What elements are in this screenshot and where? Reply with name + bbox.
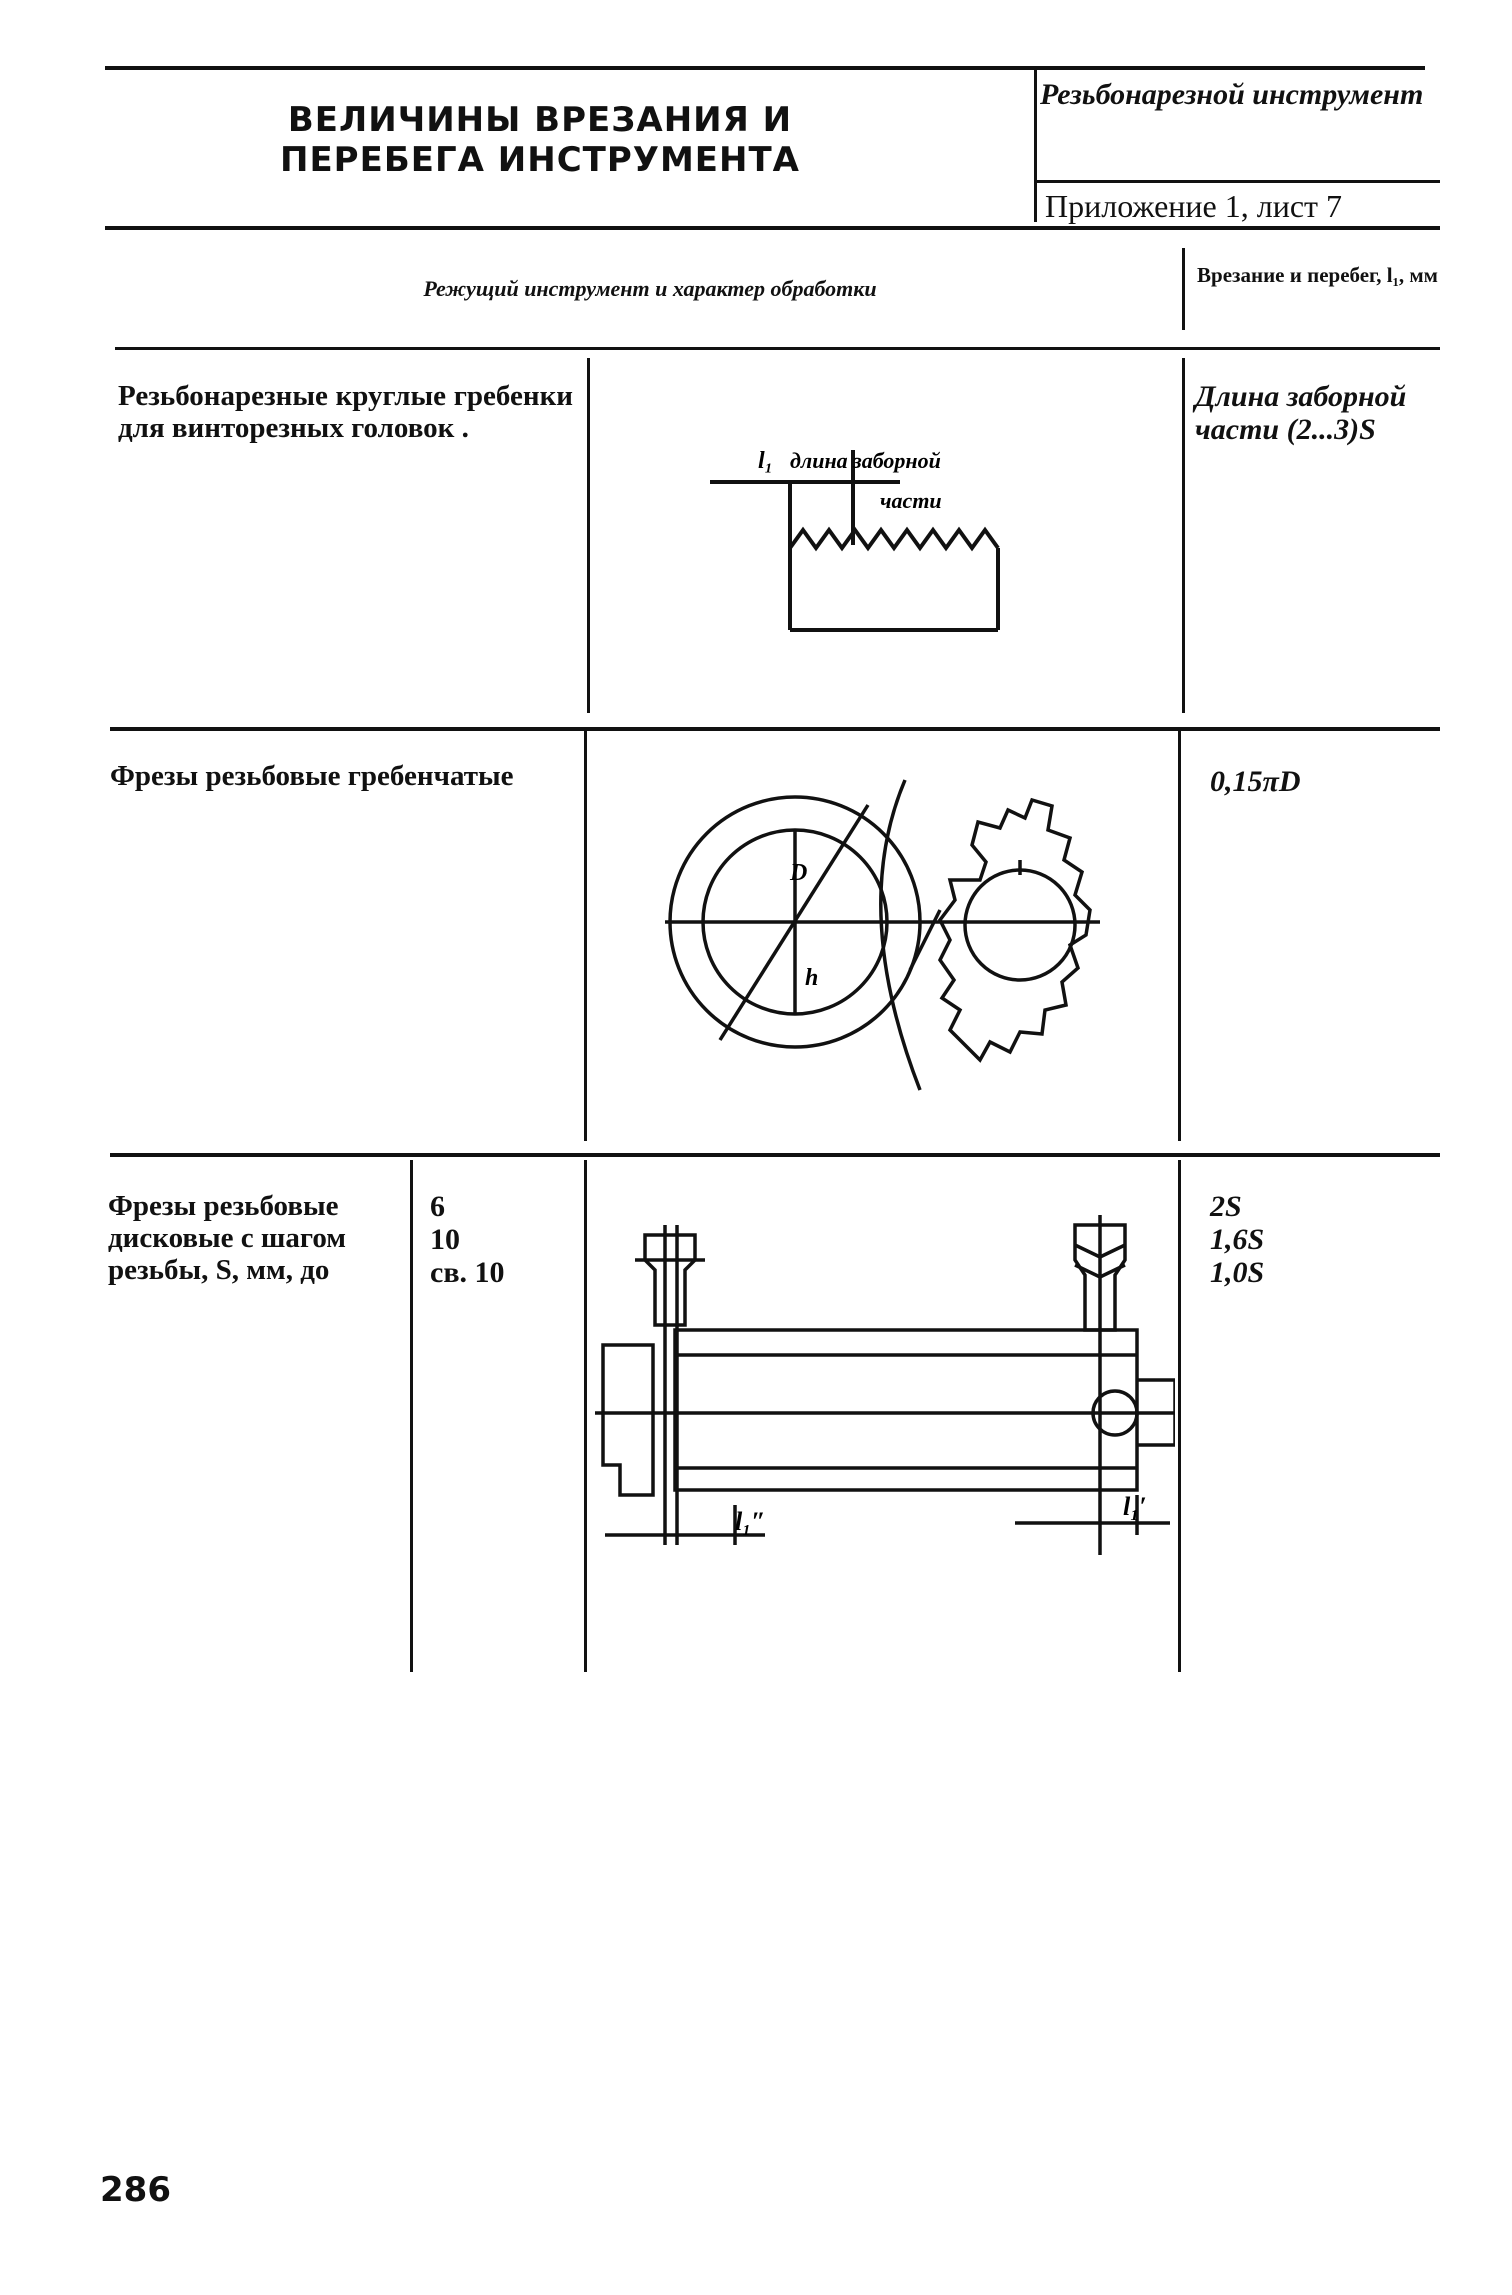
- page-title: ВЕЛИЧИНЫ ВРЕЗАНИЯ И ПЕРЕБЕГА ИНСТРУМЕНТА: [280, 100, 800, 180]
- header-bottom-rule: [105, 226, 1440, 230]
- column-header-rule: [115, 347, 1440, 350]
- row-3-value-3: 1,0S: [1210, 1256, 1265, 1289]
- section-underline: [1034, 180, 1440, 183]
- row-2-bottom-rule: [110, 1153, 1440, 1157]
- disc-milling-cutter-figure: l₁″ l₁′: [595, 1215, 1175, 1555]
- row-3-tool: Фрезы резьбовые дисковые с шагом резьбы,…: [108, 1190, 347, 1286]
- column-header-divider: [1182, 248, 1185, 330]
- section-name: Резьбонарезной инструмент: [1040, 78, 1424, 111]
- appendix-label: Приложение 1, лист 7: [1045, 188, 1343, 224]
- figure-label-l1-double: l₁″: [735, 1507, 766, 1536]
- row-1-tool: Резьбонарезные круглые гребенки для винт…: [118, 380, 573, 444]
- header-vertical-divider: [1034, 70, 1037, 222]
- row-3-pitch-3: св. 10: [430, 1256, 505, 1289]
- row-3-divider-3: [1178, 1160, 1181, 1672]
- row-2-divider-right: [1178, 731, 1181, 1141]
- row-2-divider-left: [584, 731, 587, 1141]
- row-3-pitch-2: 10: [430, 1223, 460, 1256]
- comb-chaser-figure: l₁ длина заборной части: [710, 448, 1000, 632]
- comb-milling-cutter-figure: D h: [665, 779, 1100, 1091]
- row-2-tool: Фрезы резьбовые гребенчатые: [110, 760, 514, 792]
- row-3-value-2: 1,6S: [1210, 1223, 1265, 1256]
- figure-label-l1-single: l₁′: [1123, 1492, 1147, 1521]
- figure-label-d: D: [789, 860, 807, 886]
- figure-label-part: части: [880, 488, 942, 513]
- row-2-value: 0,15πD: [1210, 765, 1301, 798]
- top-rule: [105, 66, 1425, 70]
- page-number: 286: [100, 2170, 171, 2210]
- figure-label-l1: l₁: [758, 448, 773, 474]
- row-3-divider-2: [584, 1160, 587, 1672]
- row-3-pitch-1: 6: [430, 1190, 445, 1223]
- row-3-divider-1: [410, 1160, 413, 1672]
- row-1-bottom-rule: [110, 727, 1440, 731]
- figure-label-length: длина заборной: [790, 448, 941, 473]
- column-header-tool: Режущий инструмент и характер обработки: [423, 276, 877, 301]
- row-1-divider-left: [587, 358, 590, 713]
- figure-label-h: h: [805, 965, 818, 991]
- row-1-value: Длина заборной части (2...3)S: [1195, 380, 1407, 446]
- row-1-divider-right: [1182, 358, 1185, 713]
- column-header-value: Врезание и перебег, l₁, мм: [1197, 263, 1438, 287]
- row-3-value-1: 2S: [1210, 1190, 1242, 1223]
